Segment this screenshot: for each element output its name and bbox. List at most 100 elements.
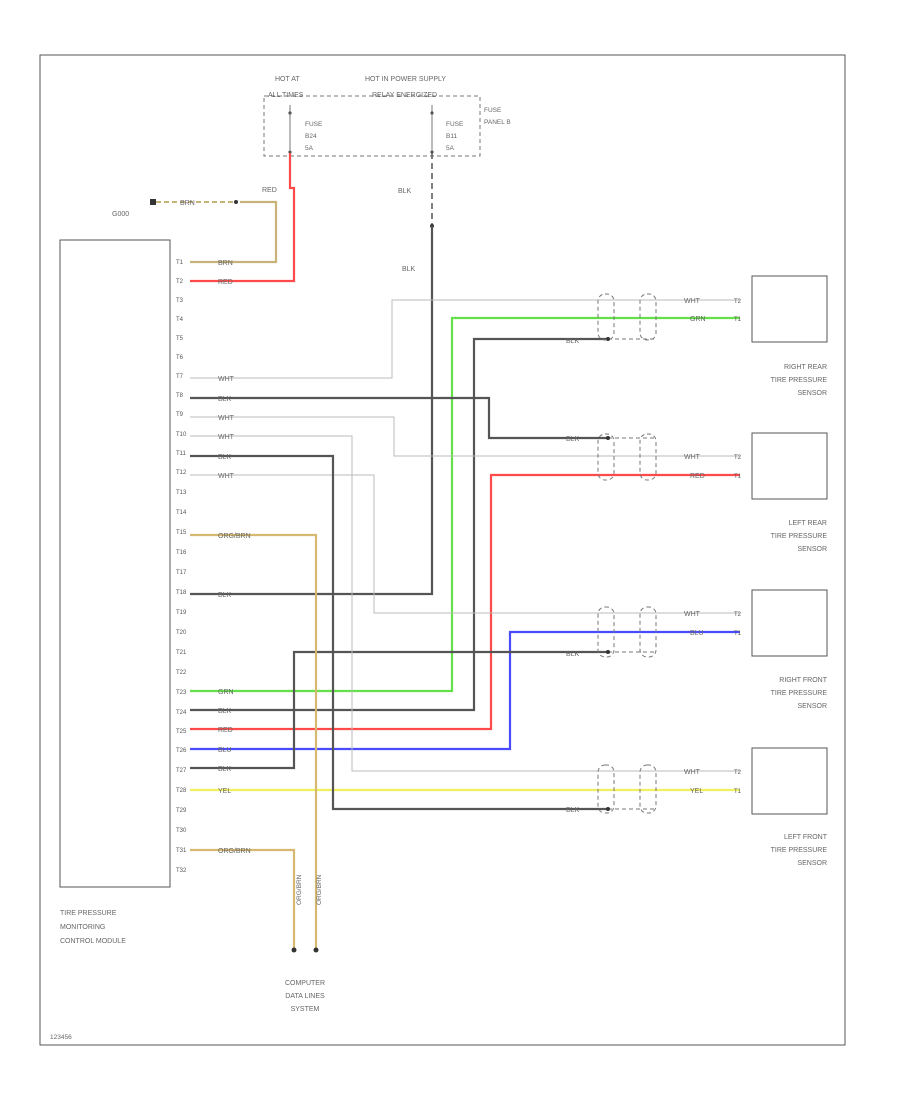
module-name-line3: CONTROL MODULE (60, 938, 126, 945)
org-brn-wire-t15 (190, 533, 318, 948)
fuse-b24-line1: FUSE (305, 121, 323, 128)
lr-wht-label: WHT (684, 454, 701, 461)
power-wires: BRN RED RED BLK BLK BLK (190, 153, 434, 599)
pin-label-t2: T2 (176, 279, 184, 285)
red-wire-t2 (190, 153, 296, 283)
sensor-left-rear-line1: LEFT REAR (789, 520, 827, 527)
sensor-right-front: T2 T1 RIGHT FRONT TIRE PRESSURE SENSOR (734, 589, 828, 710)
control-module: T1 T2 T3 T4 T5 T6 T7 T8 T9 T10 T11 T12 T… (59, 239, 187, 945)
pin-label-t9: T9 (176, 412, 184, 418)
fuse-b24-bottom-terminal (288, 150, 292, 154)
label-t28: YEL (218, 788, 231, 795)
sensor-left-rear: T2 T1 LEFT REAR TIRE PRESSURE SENSOR (734, 432, 828, 553)
label-t12: WHT (218, 473, 235, 480)
pin-label-t24: T24 (176, 710, 187, 716)
pin-label-t20: T20 (176, 630, 187, 636)
data-lines: ORG/BRN ORG/BRN ORG/BRN ORG/BRN COMPUTER… (190, 533, 325, 1013)
blk-wire-top-label: BLK (398, 188, 412, 195)
pin-label-t29: T29 (176, 808, 187, 814)
blk-wire-right-front (190, 650, 608, 770)
label-t10: WHT (218, 434, 235, 441)
control-module-box (59, 239, 171, 888)
fuse-b11-top-terminal (430, 111, 434, 115)
data-line-terminal-2 (313, 947, 319, 953)
pin-label-t22: T22 (176, 670, 187, 676)
lf-blk-label: BLK (566, 807, 580, 814)
sensor-right-front-line2: TIRE PRESSURE (771, 690, 828, 697)
pin-label-t8: T8 (176, 393, 184, 399)
sensor-right-front-pin-t2: T2 (734, 612, 742, 618)
fuse-b24-top-terminal (288, 111, 292, 115)
sensor-left-front-pin-t2: T2 (734, 770, 742, 776)
conn-rr-1 (597, 293, 615, 341)
fuse-panel-line2: PANEL B (484, 119, 511, 126)
lr-red-label: RED (690, 473, 705, 480)
conn-lr-1 (597, 433, 615, 481)
red-wire-left-rear (190, 473, 740, 731)
all-times-label: ALL TIMES (268, 92, 304, 99)
sensor-left-front-line3: SENSOR (797, 860, 827, 867)
blk-wire-t18-label: BLK (218, 592, 232, 599)
pin-label-t4: T4 (176, 317, 184, 323)
pin-label-t27: T27 (176, 768, 187, 774)
wht-wire-left-rear (190, 416, 740, 457)
sensor-left-rear-line3: SENSOR (797, 546, 827, 553)
wht-wire-right-rear (190, 299, 740, 379)
org-brn-t15-label: ORG/BRN (218, 533, 251, 540)
conn-rr-2 (639, 293, 657, 341)
sensor-right-rear-line3: SENSOR (797, 390, 827, 397)
red-wire-top-label: RED (262, 187, 277, 194)
module-pin-labels: T1 T2 T3 T4 T5 T6 T7 T8 T9 T10 T11 T12 T… (176, 260, 187, 874)
pin-label-t15: T15 (176, 530, 187, 536)
fuse-b11-line3: 5A (446, 145, 455, 152)
sensor-left-front-line1: LEFT FRONT (784, 834, 828, 841)
hot-at-label: HOT AT (275, 76, 300, 83)
label-t23: GRN (218, 689, 234, 696)
sensor-right-front-pin-t1: T1 (734, 631, 742, 637)
sensor-left-rear-pin-t2: T2 (734, 455, 742, 461)
sensor-left-front: T2 T1 LEFT FRONT TIRE PRESSURE SENSOR (734, 747, 828, 867)
fuse-b24-line3: 5A (305, 145, 314, 152)
conn-lr-2 (639, 433, 657, 481)
ground-label: G000 (112, 211, 129, 218)
fuse-panel-line1: FUSE (484, 107, 502, 114)
pin-label-t11: T11 (176, 451, 187, 457)
pin-label-t6: T6 (176, 355, 184, 361)
wht-wire-left-front (190, 435, 740, 772)
blk-wire-mid-label: BLK (402, 266, 416, 273)
conn-rf-1 (597, 606, 615, 658)
wht-wire-right-front (190, 474, 740, 614)
sensor-right-front-box (751, 589, 828, 657)
sensor-right-front-line3: SENSOR (797, 703, 827, 710)
pin-label-t5: T5 (176, 336, 184, 342)
blk-wire-t18 (190, 226, 434, 596)
label-t11: BLK (218, 454, 232, 461)
sensor-connectors (597, 293, 657, 814)
module-name-line1: TIRE PRESSURE (60, 910, 117, 917)
rf-wht-label: WHT (684, 611, 701, 618)
pin-label-t17: T17 (176, 570, 187, 576)
sensor-right-rear-pin-t1: T1 (734, 317, 742, 323)
red-wire-label: RED (218, 279, 233, 286)
fuse-box: HOT AT ALL TIMES HOT IN POWER SUPPLY REL… (263, 76, 511, 157)
org-brn-t31-label: ORG/BRN (218, 848, 251, 855)
org-brn-wire-t31 (190, 848, 296, 948)
conn-lf-2 (639, 764, 657, 814)
relay-energized-label: RELAY ENERGIZED (372, 92, 437, 99)
label-t7: WHT (218, 376, 235, 383)
lr-blk-label: BLK (566, 436, 580, 443)
sensor-right-rear-pin-t2: T2 (734, 299, 742, 305)
label-t9: WHT (218, 415, 235, 422)
fuse-b11-line2: B11 (446, 133, 457, 140)
grn-wire-right-rear (190, 316, 740, 693)
conn-rf-blk-end (606, 650, 610, 654)
sensor-left-rear-line2: TIRE PRESSURE (771, 533, 828, 540)
pin-label-t26: T26 (176, 748, 187, 754)
fuse-b11-bottom-terminal (430, 150, 434, 154)
lf-wht-label: WHT (684, 769, 701, 776)
pin-label-t21: T21 (176, 650, 187, 656)
sensor-right-rear: T2 T1 RIGHT REAR TIRE PRESSURE SENSOR (734, 275, 828, 397)
blu-wire-right-front (190, 630, 740, 751)
ground-wire-color: BRN (180, 200, 195, 207)
conn-lr-blk-end (606, 436, 610, 440)
